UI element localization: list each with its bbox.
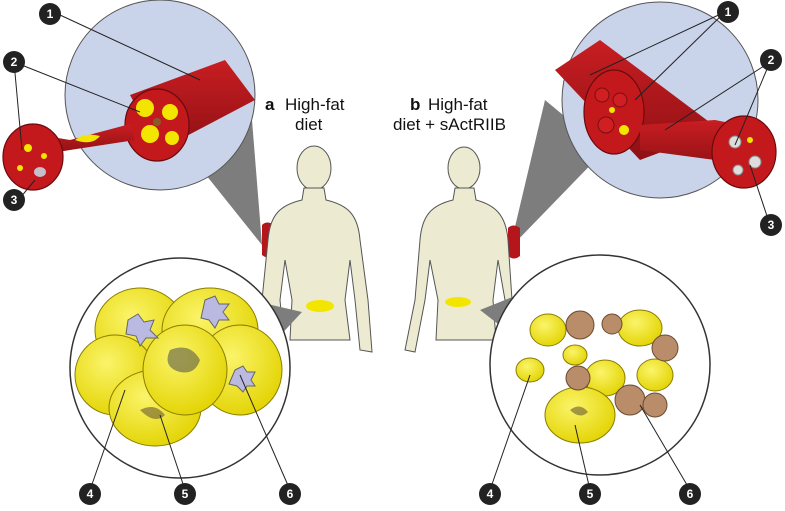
svg-text:3: 3 <box>768 218 775 232</box>
arm-muscle-highlight-right <box>508 225 520 259</box>
svg-text:1: 1 <box>725 5 732 19</box>
macrophage <box>125 313 160 348</box>
panel-a-letter: a <box>265 95 275 114</box>
macrophage <box>200 295 230 329</box>
svg-text:1: 1 <box>47 7 54 21</box>
badge-4-right: 4 <box>479 483 501 505</box>
svg-text:6: 6 <box>687 487 694 501</box>
muscle-fiber-right <box>555 40 777 189</box>
svg-text:4: 4 <box>487 487 494 501</box>
svg-text:5: 5 <box>182 487 189 501</box>
brown-adipocyte <box>565 310 595 340</box>
panel-b-title-line2: diet + sActRIIB <box>393 115 506 134</box>
leader-lines <box>13 11 771 491</box>
fat-droplet <box>162 104 178 120</box>
panel-a-title-line2: diet <box>295 115 323 134</box>
badge-6-right: 6 <box>679 483 701 505</box>
brown-adipocyte <box>642 392 668 418</box>
svg-text:2: 2 <box>768 53 775 67</box>
body-left <box>261 145 373 356</box>
brown-adipocyte <box>601 313 623 335</box>
svg-text:2: 2 <box>11 55 18 69</box>
fat-droplet <box>141 125 159 143</box>
svg-text:6: 6 <box>287 487 294 501</box>
badge-3-right: 3 <box>760 214 782 236</box>
badge-2-right: 2 <box>760 49 782 71</box>
muscle-fiber-left <box>2 60 255 191</box>
svg-text:5: 5 <box>587 487 594 501</box>
svg-text:3: 3 <box>11 193 18 207</box>
panel-a-title-line1: High-fat <box>285 95 345 114</box>
badge-3-left: 3 <box>3 189 25 211</box>
badge-5-right: 5 <box>579 483 601 505</box>
adipocytes-right <box>515 309 679 444</box>
badge-1-left: 1 <box>39 3 61 25</box>
brown-adipocyte <box>614 384 646 416</box>
fat-droplet <box>165 131 179 145</box>
belly-fat-left <box>306 300 334 312</box>
badge-6-left: 6 <box>279 483 301 505</box>
brown-adipocyte <box>651 334 679 362</box>
belly-fat-right <box>445 297 471 307</box>
adipocytes-left <box>74 287 283 447</box>
panel-b-letter: b <box>410 95 420 114</box>
svg-text:4: 4 <box>87 487 94 501</box>
badge-5-left: 5 <box>174 483 196 505</box>
fat-droplet <box>136 99 154 117</box>
badge-2-left: 2 <box>3 51 25 73</box>
badge-1-right: 1 <box>717 1 739 23</box>
badge-4-left: 4 <box>79 483 101 505</box>
panel-b-title-line1: High-fat <box>428 95 488 114</box>
brown-adipocyte <box>565 365 591 391</box>
